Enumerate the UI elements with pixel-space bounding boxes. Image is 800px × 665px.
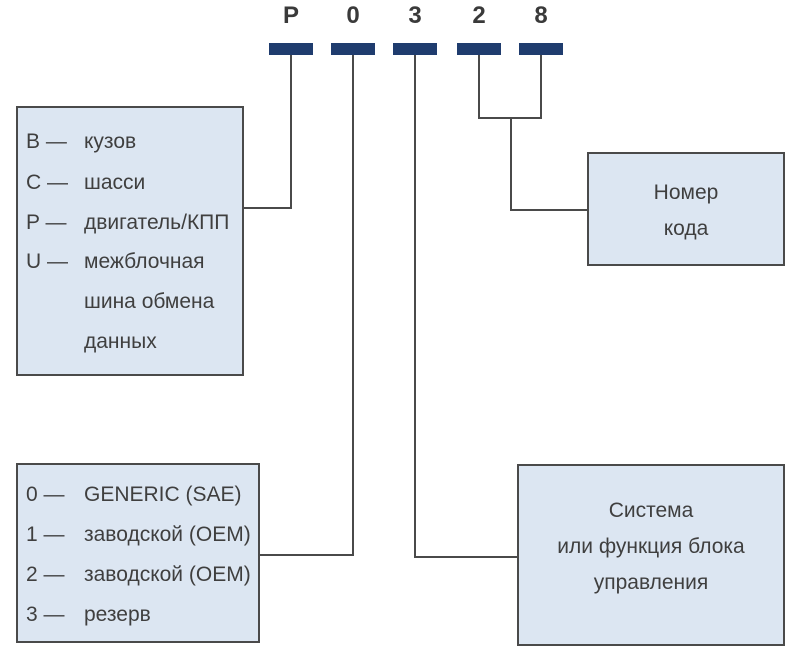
- code-char-2: 0: [346, 2, 360, 29]
- code-bar-3: [393, 43, 437, 55]
- connector-3: [414, 55, 517, 558]
- system-item-continuation: данных: [84, 330, 157, 353]
- system-item-desc: двигатель/КПП: [84, 211, 230, 234]
- system-item-desc: кузов: [84, 130, 137, 153]
- type-item-key: 0 —: [26, 483, 65, 506]
- code-number-line: Номер: [653, 181, 719, 204]
- code-number-line: кода: [663, 217, 709, 240]
- code-char-1: P: [282, 2, 299, 29]
- type-item-key: 3 —: [26, 603, 65, 626]
- subsystem-line: Система: [608, 499, 694, 522]
- connector-28-merge: [510, 118, 587, 211]
- code-bar-5: [519, 43, 563, 55]
- type-item-key: 1 —: [26, 523, 65, 546]
- type-item-key: 2 —: [26, 563, 65, 586]
- subsystem-line: или функция блока: [557, 535, 745, 558]
- code-bar-1: [269, 43, 313, 55]
- type-item-desc: GENERIC (SAE): [84, 483, 242, 506]
- code-char-4: 2: [472, 2, 486, 29]
- system-item-key: U —: [26, 250, 68, 273]
- connector-0: [260, 55, 354, 556]
- connector-2: [478, 55, 542, 119]
- subsystem-line: управления: [593, 571, 709, 594]
- code-char-5: 8: [534, 2, 548, 29]
- system-item-continuation: шина обмена: [84, 290, 215, 313]
- type-item-desc: заводской (OEM): [84, 563, 251, 586]
- system-item-key: B —: [26, 130, 67, 153]
- connector-p: [244, 55, 292, 209]
- system-item-desc: межблочная: [84, 250, 205, 273]
- system-item-key: C —: [26, 171, 68, 194]
- type-item-desc: заводской (OEM): [84, 523, 251, 546]
- code-char-3: 3: [408, 2, 422, 29]
- code-bar-2: [331, 43, 375, 55]
- system-item-desc: шасси: [84, 171, 146, 194]
- code-bar-4: [457, 43, 501, 55]
- code-number-box: Номер кода: [587, 152, 785, 266]
- system-item-key: P —: [26, 211, 67, 234]
- type-box: 0 — GENERIC (SAE) 1 — заводской (OEM) 2 …: [16, 463, 260, 643]
- subsystem-box: Система или функция блока управления: [517, 464, 785, 646]
- type-item-desc: резерв: [84, 603, 151, 626]
- system-box: B — кузов C — шасси P — двигатель/КПП U …: [16, 106, 244, 376]
